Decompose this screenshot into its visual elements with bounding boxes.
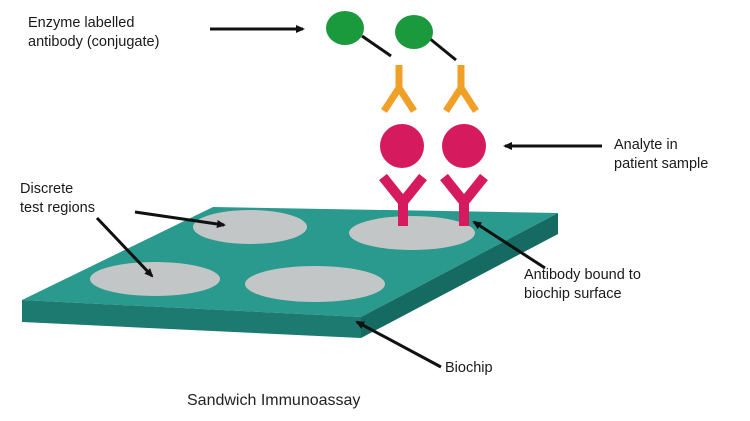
label-bound-line1: Antibody bound to <box>524 267 641 283</box>
arrows <box>95 25 602 369</box>
diagram-caption: Sandwich Immunoassay <box>187 392 361 409</box>
label-bound-line2: biochip surface <box>524 286 622 302</box>
label-discrete-test-regions: Discrete test regions <box>20 180 95 218</box>
conjugate-antibody-left <box>381 65 417 113</box>
capture-antibody-right <box>440 173 488 226</box>
test-region <box>245 266 385 302</box>
label-conjugate-line1: Enzyme labelled <box>28 15 135 31</box>
label-conjugate-line2: antibody (conjugate) <box>28 34 160 50</box>
label-analyte-in-patient-sample: Analyte in patient sample <box>614 136 708 174</box>
capture-antibody-left <box>379 173 427 226</box>
label-regions-line1: Discrete <box>20 181 74 197</box>
enzyme-right <box>395 15 433 49</box>
enzyme-link-right <box>428 36 457 62</box>
test-region <box>349 216 475 250</box>
arrow-region-lower <box>95 216 154 278</box>
arrow-antibody-bound <box>472 220 546 270</box>
analyte-right <box>442 124 486 168</box>
test-region <box>90 262 220 296</box>
arrow-region-upper <box>134 210 226 228</box>
label-regions-line2: test regions <box>20 200 95 216</box>
label-antibody-bound-to-biochip: Antibody bound to biochip surface <box>524 266 641 304</box>
biochip-front-face <box>22 300 361 338</box>
enzyme-link-left <box>361 34 392 58</box>
label-analyte-line1: Analyte in <box>614 137 678 153</box>
enzyme-left <box>326 11 364 45</box>
label-enzyme-labelled-antibody: Enzyme labelled antibody (conjugate) <box>28 14 159 52</box>
arrow-biochip <box>355 320 442 369</box>
label-analyte-line2: patient sample <box>614 156 709 172</box>
test-region <box>193 210 307 244</box>
test-regions <box>90 210 475 302</box>
conjugate-antibody-right <box>443 65 479 113</box>
label-biochip: Biochip <box>445 360 493 376</box>
analyte-left <box>380 124 424 168</box>
